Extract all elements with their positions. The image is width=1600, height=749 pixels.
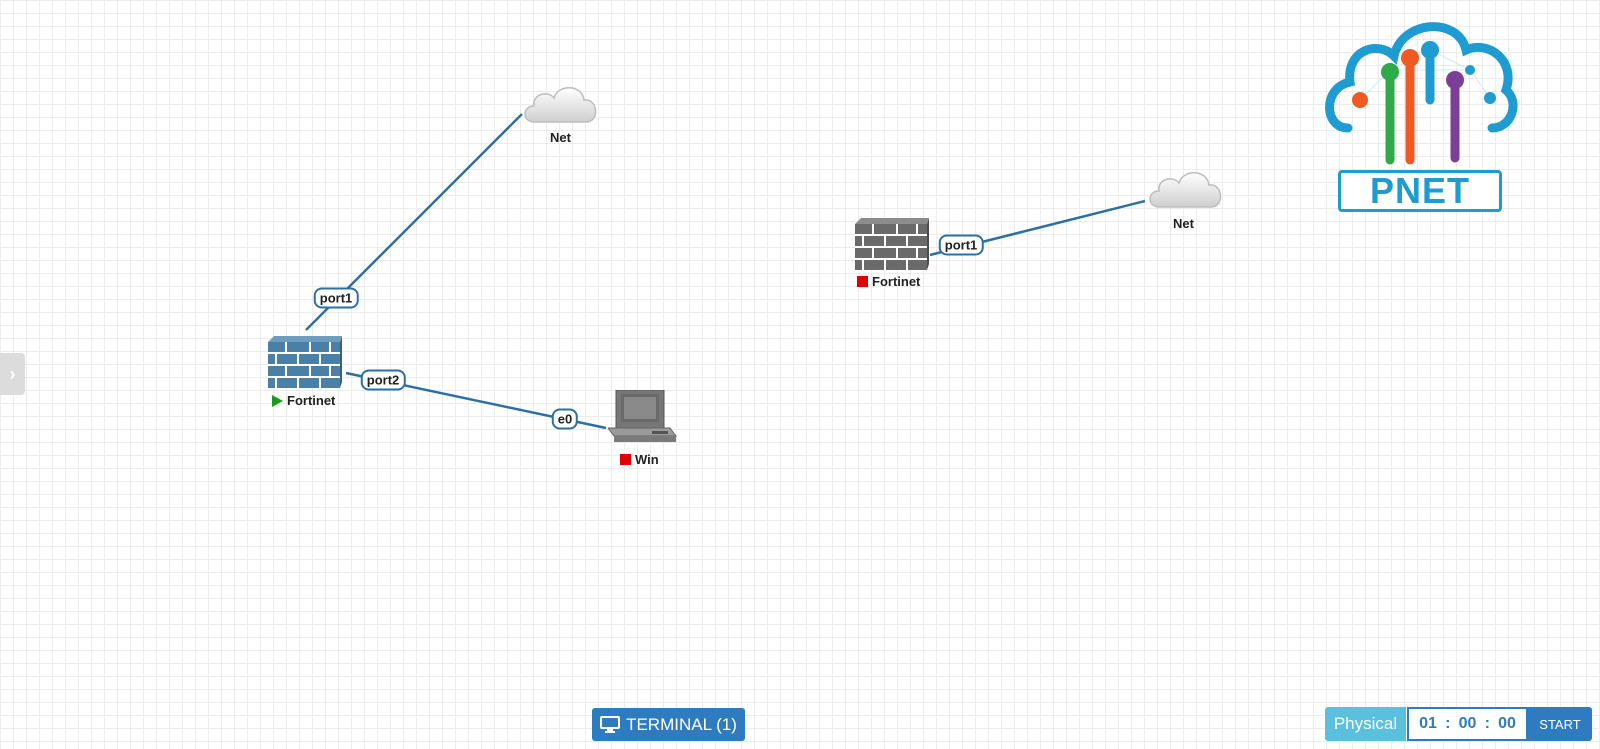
running-status-icon [272, 394, 283, 407]
timer-minutes[interactable]: 00 [1458, 715, 1477, 732]
computer-icon [607, 389, 677, 442]
physical-label: Physical [1333, 714, 1398, 733]
logo-text: PNET [1338, 170, 1502, 212]
port-label-e0-win[interactable]: e0 [551, 408, 579, 430]
port-label-port2-fortinet1[interactable]: port2 [360, 369, 406, 391]
cloud-icon [1149, 172, 1222, 208]
node-label-fortinet-2: Fortinet [857, 274, 920, 289]
firewall-icon [268, 336, 342, 388]
terminal-label: TERMINAL (1) [626, 714, 737, 734]
node-label-net-1: Net [550, 130, 571, 145]
node-net-2[interactable] [1145, 163, 1227, 215]
monitor-icon [600, 716, 621, 733]
start-label: START [1539, 716, 1581, 732]
chevron-right-icon: › [9, 363, 16, 384]
physical-button[interactable]: Physical [1325, 707, 1406, 741]
stopped-status-icon [620, 454, 631, 465]
cloud-icon [524, 87, 597, 123]
timer-separator: : [1445, 715, 1451, 732]
start-button[interactable]: START [1528, 707, 1592, 741]
timer-hours[interactable]: 01 [1419, 715, 1437, 732]
port-label-port1-fortinet2[interactable]: port1 [938, 234, 984, 256]
timer-display[interactable]: 01 : 00 : 00 [1407, 707, 1528, 741]
logo-cloud-icon [1325, 22, 1518, 165]
port-label-port1-fortinet1[interactable]: port1 [313, 287, 359, 309]
timer-seconds[interactable]: 00 [1498, 715, 1516, 732]
node-win[interactable] [607, 389, 678, 448]
terminal-button[interactable]: TERMINAL (1) [592, 708, 745, 741]
pnetlab-logo: PNET [1320, 10, 1520, 220]
timer-separator: : [1484, 715, 1490, 732]
node-label-win: Win [620, 452, 659, 467]
node-fortinet-2[interactable] [855, 218, 929, 270]
sidebar-toggle-button[interactable]: › [0, 353, 25, 395]
node-label-fortinet-1: Fortinet [272, 393, 335, 408]
firewall-icon [855, 218, 929, 270]
node-net-1[interactable] [520, 78, 602, 130]
node-fortinet-1[interactable] [268, 336, 342, 388]
node-label-net-2: Net [1173, 216, 1194, 231]
stopped-status-icon [857, 276, 868, 287]
